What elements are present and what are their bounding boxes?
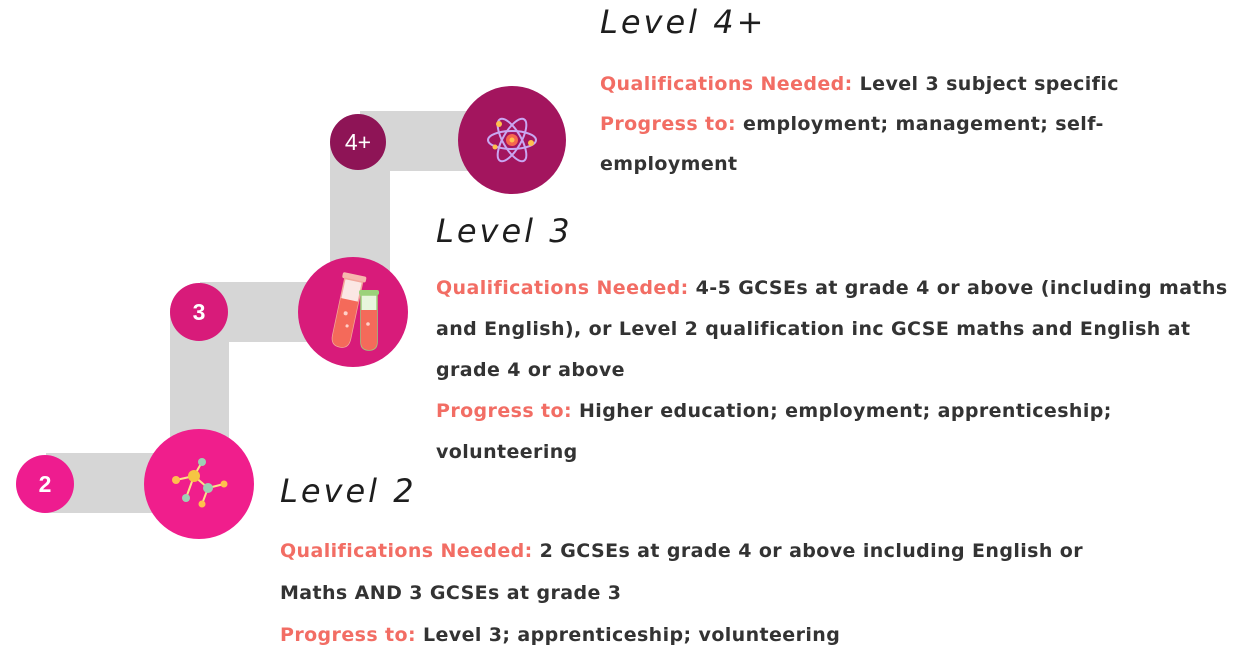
level-4-badge-label: 4+ [344,128,372,155]
level-2-badge-label: 2 [38,470,52,497]
qualifications-label: Qualifications Needed: [600,73,853,95]
level-3-badge: 3 [170,283,228,341]
level-2-badge: 2 [16,455,74,513]
molecule-icon [172,458,228,508]
progress-label: Progress to: [436,400,572,422]
progress-text: employment; management; self-employment [600,113,1104,175]
qualifications-label: Qualifications Needed: [436,277,689,299]
level-3-description: Qualifications Needed: 4-5 GCSEs at grad… [436,268,1236,473]
level-4-description: Qualifications Needed: Level 3 subject s… [600,64,1230,184]
level-2-icon-circle [144,429,254,539]
progress-text: Higher education; employment; apprentice… [436,400,1112,463]
test-tubes-icon [331,272,379,351]
level-4-title: Level 4+ [600,3,767,41]
level-3-title: Level 3 [436,212,573,250]
progress-label: Progress to: [280,624,416,646]
progress-text: Level 3; apprenticeship; volunteering [423,624,841,646]
qualifications-label: Qualifications Needed: [280,540,533,562]
level-4-badge: 4+ [330,114,386,170]
level-4-icon-circle [458,86,566,194]
qualifications-text: Level 3 subject specific [859,73,1119,95]
qualifications-text: 4-5 GCSEs at grade 4 or above (including… [436,277,1228,381]
level-2-title: Level 2 [280,472,417,510]
level-3-icon-circle [298,257,408,367]
atom-icon [487,117,537,163]
progress-label: Progress to: [600,113,736,135]
qualifications-text: 2 GCSEs at grade 4 or above including En… [280,540,1084,604]
level-3-badge-label: 3 [192,298,206,325]
level-2-description: Qualifications Needed: 2 GCSEs at grade … [280,530,1140,656]
